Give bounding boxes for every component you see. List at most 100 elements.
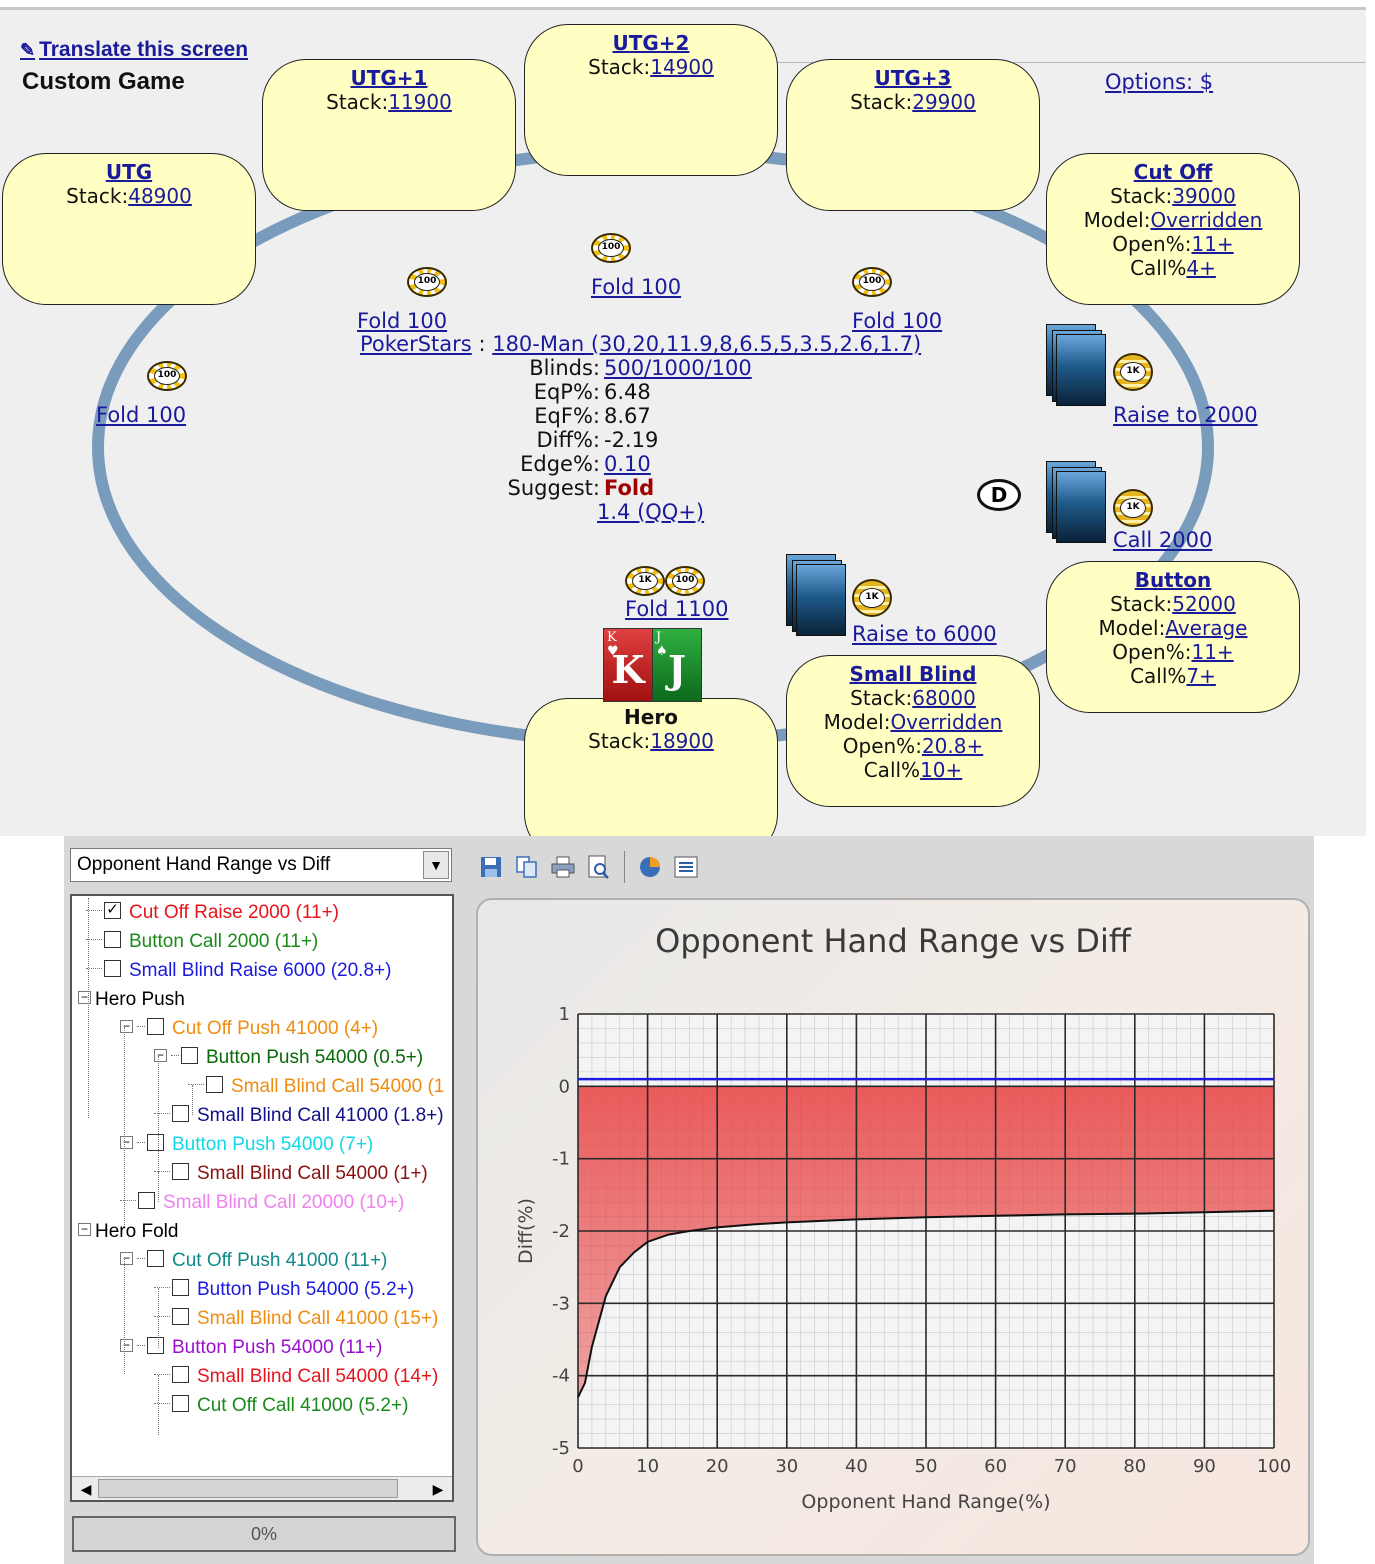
tree-item[interactable]: Button Push 54000 (5.2+) (154, 1275, 414, 1304)
options-link[interactable]: Options: $ (1105, 70, 1214, 94)
stack-value[interactable]: 11900 (388, 90, 452, 114)
print-icon[interactable] (548, 852, 578, 882)
tree-checkbox[interactable] (172, 1105, 189, 1123)
action-small-blind[interactable]: Raise to 6000 (852, 622, 997, 646)
scenario-tree[interactable]: ✓Cut Off Raise 2000 (11+)Button Call 200… (70, 894, 454, 1502)
tree-item[interactable]: Small Blind Call 41000 (1.8+) (154, 1101, 444, 1130)
tree-checkbox[interactable] (147, 1337, 164, 1355)
seat-name[interactable]: Cut Off (1133, 160, 1213, 184)
tree-checkbox[interactable] (147, 1250, 164, 1268)
scroll-right-icon[interactable]: ▶ (432, 1481, 444, 1497)
tree-item[interactable]: Small Blind Call 54000 (1 (188, 1072, 444, 1101)
call-value[interactable]: 7+ (1186, 664, 1216, 688)
call-value[interactable]: 10+ (920, 758, 963, 782)
seat-utg1[interactable]: UTG+1 Stack:11900 (262, 59, 516, 211)
collapse-toggle-icon[interactable]: − (78, 991, 91, 1005)
seat-name[interactable]: UTG+3 (874, 66, 952, 90)
list-icon[interactable] (671, 852, 701, 882)
seat-utg3[interactable]: UTG+3 Stack:29900 (786, 59, 1040, 211)
tree-checkbox[interactable] (147, 1134, 164, 1152)
seat-name[interactable]: Small Blind (849, 662, 977, 686)
model-value[interactable]: Overridden (890, 710, 1003, 734)
tree-checkbox[interactable]: ✓ (104, 902, 121, 920)
stack-value[interactable]: 29900 (912, 90, 976, 114)
model-value[interactable]: Overridden (1150, 208, 1263, 232)
tree-item[interactable]: Small Blind Call 54000 (1+) (154, 1159, 428, 1188)
seat-cutoff[interactable]: Cut Off Stack:39000 Model:Overridden Ope… (1046, 153, 1300, 305)
chart-type-select[interactable]: Opponent Hand Range vs Diff ▼ (70, 848, 452, 882)
open-value[interactable]: 11+ (1191, 640, 1234, 664)
tree-checkbox[interactable] (147, 1018, 164, 1036)
tree-item[interactable]: −Cut Off Push 41000 (11+) (120, 1246, 387, 1275)
tree-checkbox[interactable] (172, 1366, 189, 1384)
tree-item[interactable]: Button Call 2000 (11+) (86, 927, 318, 956)
tree-group[interactable]: −Hero Push (78, 985, 185, 1014)
tree-item[interactable]: −Button Push 54000 (0.5+) (154, 1043, 423, 1072)
seat-hero[interactable]: Hero Stack:18900 (524, 698, 778, 836)
tree-item[interactable]: −Button Push 54000 (11+) (120, 1333, 382, 1362)
stack-value[interactable]: 52000 (1172, 592, 1236, 616)
seat-button[interactable]: Button Stack:52000 Model:Average Open%:1… (1046, 561, 1300, 713)
action-utg1[interactable]: Fold 100 (357, 309, 448, 333)
pie-chart-icon[interactable] (635, 852, 665, 882)
collapse-toggle-icon[interactable]: − (78, 1223, 91, 1237)
tree-checkbox[interactable] (172, 1279, 189, 1297)
suggest-range-link[interactable]: 1.4 (QQ+) (597, 500, 705, 524)
tree-horizontal-scrollbar[interactable]: ◀ ▶ (72, 1476, 452, 1500)
seat-small-blind[interactable]: Small Blind Stack:68000 Model:Overridden… (786, 655, 1040, 807)
tree-item[interactable]: Small Blind Raise 6000 (20.8+) (86, 956, 391, 985)
call-value[interactable]: 4+ (1186, 256, 1216, 280)
action-button[interactable]: Call 2000 (1113, 528, 1213, 552)
tree-group[interactable]: −Hero Fold (78, 1217, 178, 1246)
tree-item[interactable]: −Cut Off Push 41000 (4+) (120, 1014, 378, 1043)
tree-checkbox[interactable] (172, 1308, 189, 1326)
dropdown-arrow-icon[interactable]: ▼ (423, 851, 449, 879)
print-preview-icon[interactable] (584, 852, 614, 882)
open-value[interactable]: 20.8+ (921, 734, 984, 758)
scroll-left-icon[interactable]: ◀ (80, 1481, 92, 1497)
copy-icon[interactable] (512, 852, 542, 882)
blinds-value[interactable]: 500/1000/100 (604, 356, 752, 380)
tree-checkbox[interactable] (181, 1047, 198, 1065)
tree-item[interactable]: ✓Cut Off Raise 2000 (11+) (86, 898, 339, 927)
tree-checkbox[interactable] (104, 960, 121, 978)
tree-checkbox[interactable] (172, 1395, 189, 1413)
tree-item[interactable]: Cut Off Call 41000 (5.2+) (154, 1391, 408, 1420)
seat-name[interactable]: UTG (105, 160, 153, 184)
action-cutoff[interactable]: Raise to 2000 (1113, 403, 1258, 427)
action-utg2[interactable]: Fold 100 (591, 275, 682, 299)
tree-checkbox[interactable] (138, 1192, 155, 1210)
seat-utg[interactable]: UTG Stack:48900 (2, 153, 256, 305)
stack-value[interactable]: 48900 (128, 184, 192, 208)
seat-name[interactable]: Button (1134, 568, 1212, 592)
tree-checkbox[interactable] (104, 931, 121, 949)
action-utg3[interactable]: Fold 100 (852, 309, 943, 333)
open-value[interactable]: 11+ (1191, 232, 1234, 256)
action-utg[interactable]: Fold 100 (96, 403, 187, 427)
tree-checkbox[interactable] (206, 1076, 223, 1094)
tree-item[interactable]: Small Blind Call 20000 (10+) (120, 1188, 404, 1217)
collapse-toggle-icon[interactable]: − (120, 1136, 133, 1150)
tree-item[interactable]: −Button Push 54000 (7+) (120, 1130, 373, 1159)
tree-item[interactable]: Small Blind Call 54000 (14+) (154, 1362, 438, 1391)
collapse-toggle-icon[interactable]: − (120, 1020, 133, 1034)
collapse-toggle-icon[interactable]: − (120, 1339, 133, 1353)
seat-name[interactable]: UTG+1 (350, 66, 428, 90)
scroll-thumb[interactable] (98, 1479, 398, 1498)
collapse-toggle-icon[interactable]: − (120, 1252, 133, 1266)
stack-value[interactable]: 68000 (912, 686, 976, 710)
action-hero[interactable]: Fold 1100 (625, 597, 729, 621)
structure-link[interactable]: 180-Man (30,20,11.9,8,6.5,5,3.5,2.6,1.7) (492, 332, 922, 356)
collapse-toggle-icon[interactable]: − (154, 1049, 167, 1063)
save-icon[interactable] (476, 852, 506, 882)
tree-checkbox[interactable] (172, 1163, 189, 1181)
seat-utg2[interactable]: UTG+2 Stack:14900 (524, 24, 778, 176)
edge-value[interactable]: 0.10 (604, 452, 651, 476)
stack-value[interactable]: 39000 (1172, 184, 1236, 208)
stack-value[interactable]: 18900 (650, 729, 714, 753)
seat-name[interactable]: UTG+2 (612, 31, 690, 55)
site-link[interactable]: PokerStars (360, 332, 472, 356)
model-value[interactable]: Average (1165, 616, 1248, 640)
translate-link[interactable]: ✎Translate this screen (20, 38, 248, 62)
tree-item[interactable]: Small Blind Call 41000 (15+) (154, 1304, 438, 1333)
